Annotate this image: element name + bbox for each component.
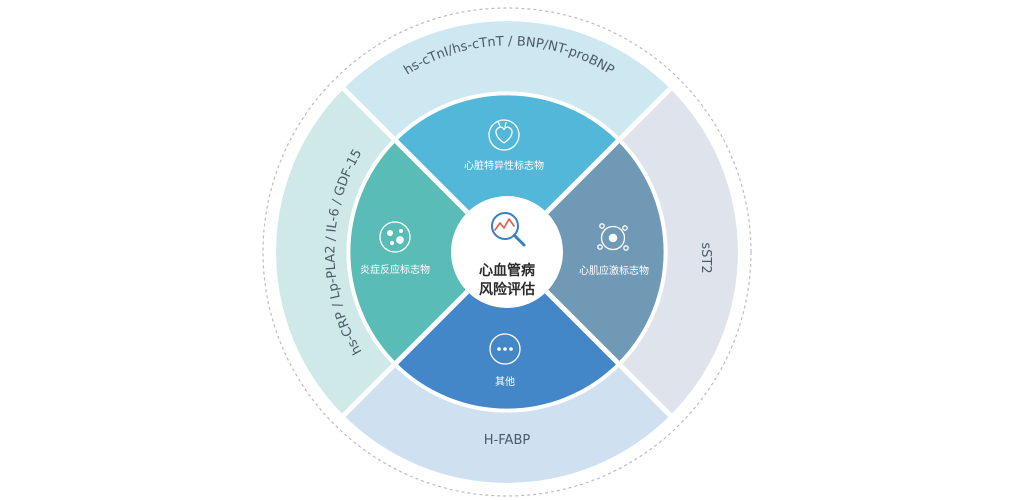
outer-segment-right [619,88,738,416]
inner-bottom-label: 其他 [495,375,515,388]
dashed-outline-ring [262,7,752,497]
outer-segment-top [343,21,671,140]
inner-outer-divider-ring [346,91,668,413]
inner-top-label: 心脏特异性标志物 [464,159,544,172]
cell-stress-icon [597,223,629,251]
center-title-line1: 心血管病 [479,262,535,279]
heart-icon [488,119,520,151]
inner-segment-right [546,139,666,365]
outer-right-label: sST2 [698,242,713,273]
inner-right-label: 心肌应激标志物 [579,264,649,277]
outer-bottom-label: H-FABP [484,433,531,448]
inner-segment-bottom [394,291,620,411]
center-disc [452,197,562,307]
inner-left-label: 炎症反应标志物 [360,263,430,276]
inner-segment-top [394,93,620,213]
outer-segment-left [276,88,395,416]
inflammation-cell-icon [379,221,411,253]
inner-segment-left [348,139,468,365]
outer-segment-bottom [343,364,671,483]
segment-dividers [341,86,673,418]
more-dots-icon [489,333,521,365]
magnifier-chart-icon [491,212,526,247]
center-title-line2: 风险评估 [479,281,535,298]
